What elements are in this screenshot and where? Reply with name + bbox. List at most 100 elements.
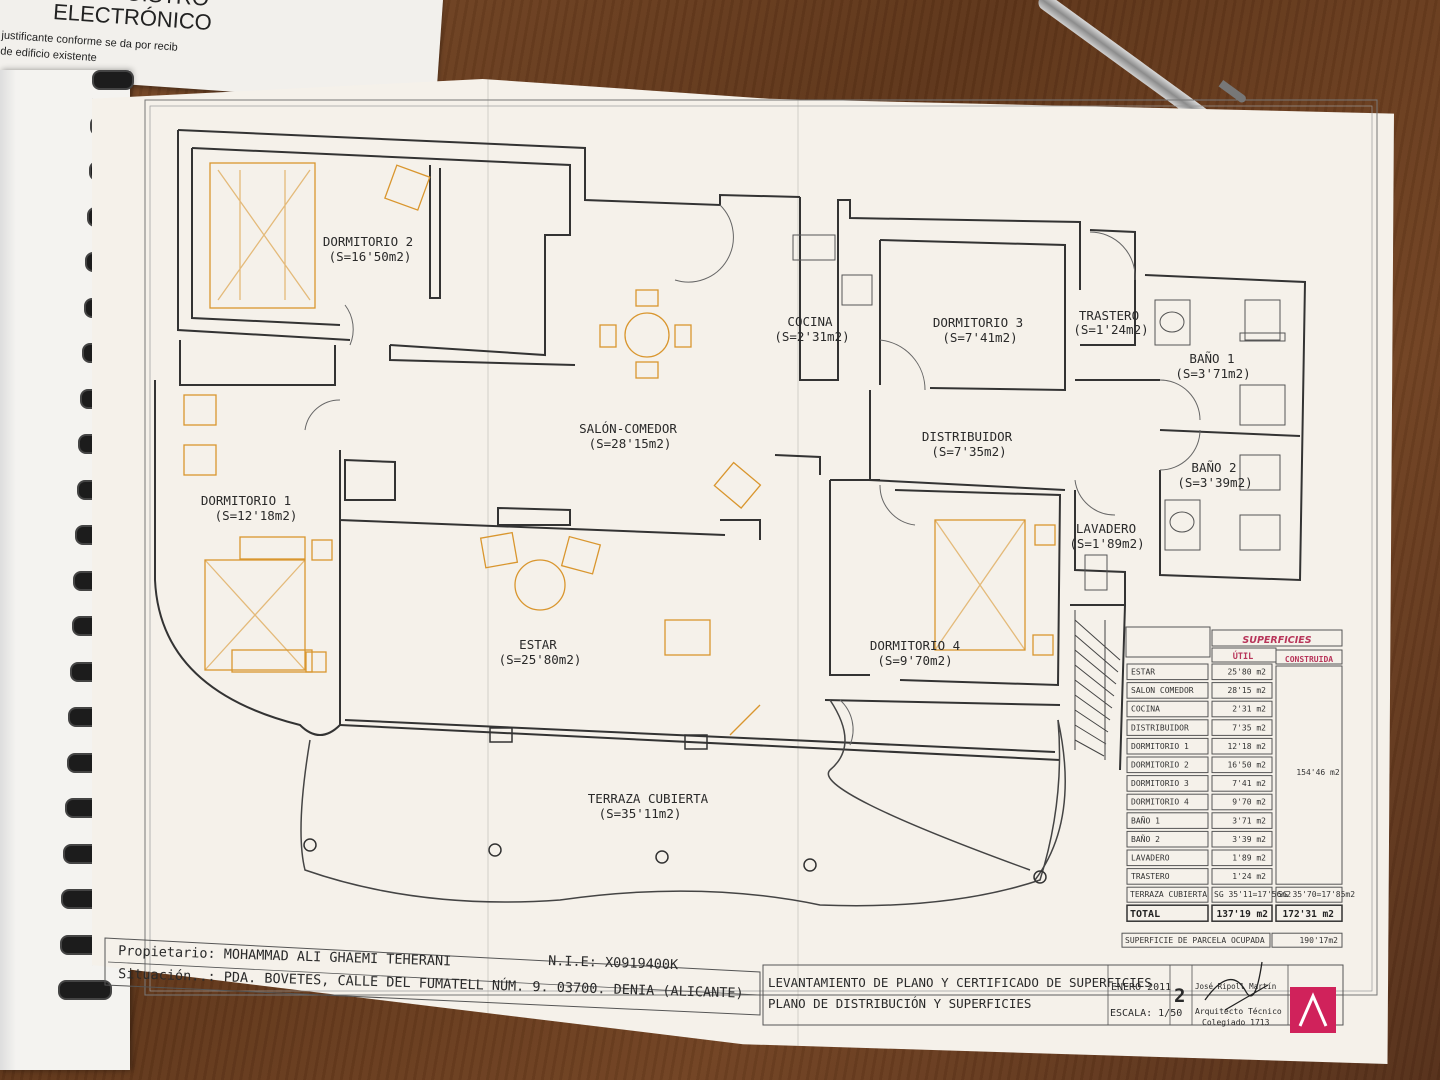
row-label: LAVADERO [1131,854,1170,863]
row-label: DORMITORIO 1 [1131,742,1189,751]
room-name: TRASTERO [1079,308,1139,323]
room-area: (S=7'35m2) [931,444,1006,459]
table-row [1126,700,1209,718]
table-row [1126,756,1209,774]
room-name: DORMITORIO 3 [933,315,1023,330]
table-row [1126,793,1209,811]
row-util-value: 7'35 m2 [1232,723,1266,732]
binding-ring [92,70,134,90]
row-label: SALON COMEDOR [1131,686,1194,695]
table-row [1126,719,1209,736]
sheet-inner-border [149,105,1373,992]
row-label: ESTAR [1131,668,1155,677]
kitchen-sink [792,234,836,261]
row-util-value: 2'31 m2 [1232,705,1266,714]
col-util-header: ÚTIL [1233,650,1253,662]
room-name: SALÓN-COMEDOR [579,421,677,436]
walls [154,129,1307,771]
room-area: (S=25'80m2) [499,652,582,667]
row-util-value: 3'39 m2 [1232,835,1266,844]
paper-fold [797,78,799,1064]
parcela-value: 190'17m2 [1299,936,1338,945]
room-name: DORMITORIO 1 [201,493,291,508]
total-util: 137'19 m2 [1217,909,1268,920]
parcela-label: SUPERFICIE DE PARCELA OCUPADA [1125,936,1265,945]
row-util-value: 1'89 m2 [1232,854,1266,863]
row-label: BAÑO 1 [1131,815,1160,825]
room-area: (S=3'71m2) [1175,366,1250,381]
row-label: DORMITORIO 4 [1131,798,1189,807]
room-area: (S=28'15m2) [589,436,672,451]
paper-fold [487,78,489,1064]
booklet-edge [0,70,16,1070]
room-area: (S=7'41m2) [942,330,1017,345]
row-label: DISTRIBUIDOR [1131,723,1189,732]
sheet-border [144,99,1378,996]
total-label: TOTAL [1130,909,1160,920]
college-logo-mark [1298,992,1328,1027]
project-title-2: PLANO DE DISTRIBUCIÓN Y SUPERFICIES [768,996,1031,1011]
row-label: DORMITORIO 2 [1131,761,1189,770]
utility-sink [1084,554,1108,591]
room-area: (S=1'89m2) [1069,536,1144,551]
date-text: ENERO 2011 [1111,982,1171,993]
binding-ring [58,980,112,1000]
room-name: ESTAR [519,637,557,652]
nie-text: N.I.E: X0919400K [548,953,679,973]
row-util-value: 9'70 m2 [1232,798,1266,807]
table-row [1126,868,1209,885]
room-area: (S=1'24m2) [1073,322,1148,337]
table-row [1126,849,1209,867]
floor-plan-sheet [92,78,1394,1064]
row-label: TRASTERO [1131,872,1170,881]
project-title-1: LEVANTAMIENTO DE PLANO Y CERTIFICADO DE … [768,975,1152,990]
terraza-construida: SG 35'70=17'85m2 [1278,890,1355,899]
scale-text: ESCALA: 1/50 [1110,1008,1182,1019]
construida-value: 154'46 m2 [1296,768,1340,777]
table-row [1126,682,1209,699]
room-area: (S=35'11m2) [599,806,682,821]
sheet-number: 2 [1174,985,1185,1007]
author-name: José Ripoll Martín [1195,982,1276,991]
room-name: BAÑO 1 [1189,351,1234,366]
cooktop [841,274,873,306]
row-util-value: 7'41 m2 [1232,779,1266,788]
door-swings [304,204,1201,746]
room-area: (S=2'31m2) [774,329,849,344]
staircase [1074,610,1121,760]
terraza-label: TERRAZA CUBIERTA [1130,890,1207,899]
room-name: DORMITORIO 4 [870,638,960,653]
row-util-value: 1'24 m2 [1232,872,1266,881]
terrace-outline [300,699,1066,907]
columns [303,727,1047,884]
bed-dorm2 [209,162,316,309]
room-name: DISTRIBUIDOR [922,429,1013,444]
col-construida-header: CONSTRUIDA [1285,655,1333,664]
title-block: Propietario: MOHAMMAD ALI GHAEMI TEHERAN… [104,937,1344,1033]
row-label: BAÑO 2 [1131,834,1160,844]
room-area: (S=12'18m2) [215,508,298,523]
table-title: SUPERFICIES [1242,635,1311,646]
room-area: (S=16'50m2) [329,249,412,264]
row-label: COCINA [1131,705,1160,714]
author-college: Colegiado 1713 [1202,1018,1270,1027]
table-row [1126,812,1209,829]
table-row [1126,663,1209,681]
author-title: Arquitecto Técnico [1195,1006,1282,1016]
room-name: LAVADERO [1076,521,1136,536]
signature [1204,961,1269,1011]
table-row [1126,737,1209,755]
row-util-value: 28'15 m2 [1227,686,1266,695]
room-name: DORMITORIO 2 [323,234,413,249]
table-header-cell [1211,629,1343,647]
room-name: BAÑO 2 [1191,460,1236,475]
room-area: (S=9'70m2) [877,653,952,668]
total-construida: 172'31 m2 [1283,909,1334,920]
furniture [183,162,1056,736]
row-util-value: 3'71 m2 [1232,816,1266,825]
table-row [1126,775,1209,792]
room-labels: DORMITORIO 2(S=16'50m2)SALÓN-COMEDOR(S=2… [201,234,1253,821]
